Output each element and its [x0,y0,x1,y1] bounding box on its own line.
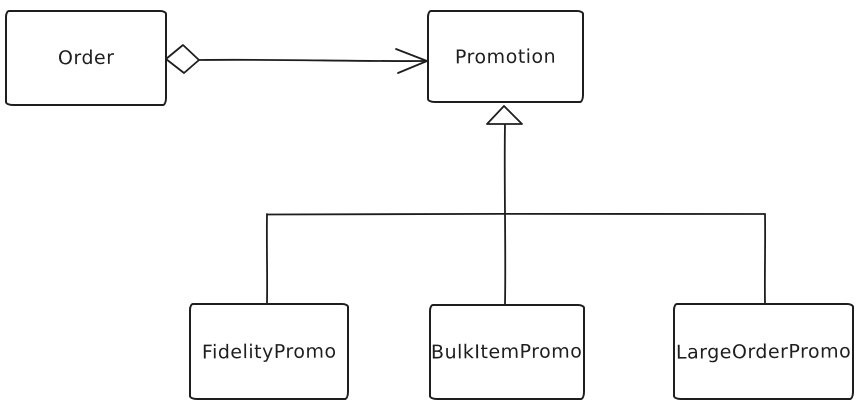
class-box-bulkitempromo: BulkItemPromo [429,304,585,400]
class-label-promotion: Promotion [454,45,557,68]
class-label-order: Order [57,46,115,70]
class-box-largeorderpromo: LargeOrderPromo [673,303,854,400]
class-label-bulkitempromo: BulkItemPromo [431,340,583,364]
class-label-fidelitypromo: FidelityPromo [201,340,337,363]
class-box-fidelitypromo: FidelityPromo [189,303,349,400]
class-label-largeorderpromo: LargeOrderPromo [675,339,852,364]
inheritance-tree-edges [265,105,767,305]
aggregation-diamond-marker [165,44,200,74]
class-box-order: Order [5,10,167,106]
class-box-promotion: Promotion [427,10,584,103]
aggregation-edge-line [198,58,427,62]
aggregation-edge-order-promotion [165,44,428,74]
inheritance-triangle-marker [486,105,523,125]
inheritance-branch-horizontal-line [266,212,766,216]
